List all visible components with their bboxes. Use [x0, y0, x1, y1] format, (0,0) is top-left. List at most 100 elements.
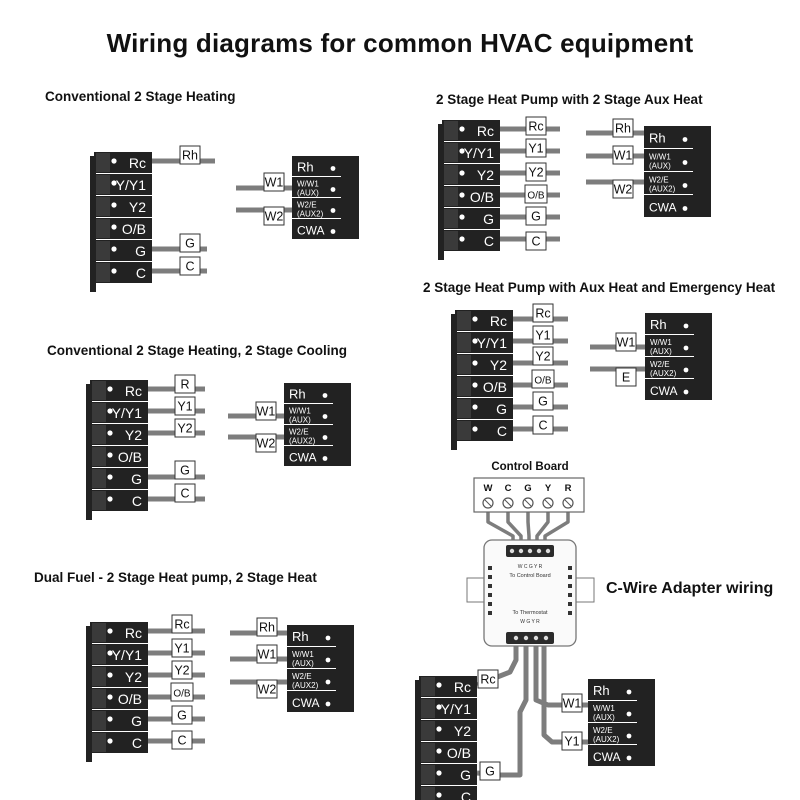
s3-tag-w2-text: W2 [258, 683, 277, 697]
s3-tag-w1-box [256, 644, 278, 664]
s5-left-terminal-tab [457, 333, 471, 352]
s1-left-terminal-tab [96, 263, 110, 282]
s3-tag-rc-text: Rc [174, 618, 189, 632]
s5-left-terminal-tab [457, 421, 471, 440]
s4-right-row-3 [644, 195, 694, 217]
s2-tag-c-box [174, 483, 196, 503]
control-board-screw-slot [564, 499, 572, 507]
s4-right-tabs [693, 126, 711, 217]
s3-left-rail [86, 626, 92, 762]
s4-tag-c-text: C [531, 235, 540, 249]
s5-tag-w1-box [615, 332, 637, 352]
s3-right-dot [325, 635, 331, 641]
s5-left-terminal-dot [472, 382, 478, 388]
s5-right-label-cwa: CWA [650, 384, 678, 398]
s4-left-terminal-tab [444, 231, 458, 250]
s5-left-terminal-label-y_y1: Y/Y1 [477, 335, 508, 351]
s4-right-label-aux: (AUX) [649, 162, 671, 171]
control-board-terminal-R: R [565, 483, 572, 494]
s3-right-dot [325, 679, 331, 685]
adapter-top-pin [545, 548, 551, 554]
s4-tag-w2-text: W2 [614, 183, 633, 197]
s4-tag-w2-box [612, 179, 634, 199]
adapter-top-label: To Control Board [509, 573, 550, 579]
section-title-dual-fuel: Dual Fuel - 2 Stage Heat pump, 2 Stage H… [34, 570, 317, 585]
s4-left-terminal-label-o_b: O/B [470, 189, 494, 205]
s1-left-terminal-dot [111, 224, 117, 230]
s2-tag-r-text: R [180, 378, 189, 392]
s1-right-dot [330, 187, 336, 192]
s5-left-terminal-dot [472, 316, 478, 322]
s6-wire-g [476, 644, 529, 778]
s2-left-terminal-dot [107, 386, 113, 392]
s5-tag-ob-text: O/B [534, 376, 552, 387]
s4-left-terminal-label-y2: Y2 [477, 167, 494, 183]
s2-left-terminal-label-o_b: O/B [118, 449, 142, 465]
s6-right-dot [626, 711, 632, 717]
s4-right-dot [682, 183, 688, 188]
s5-tag-y1-box [532, 325, 554, 345]
adapter-bottom-pin [533, 635, 539, 641]
s2-tag-g-text: G [180, 464, 190, 478]
s3-tag-rh-box [256, 617, 278, 637]
s4-right-label-rh: Rh [649, 131, 666, 146]
s2-left-terminal-label-g: G [131, 471, 142, 487]
s6-right-label-w-w1: W/W1 [593, 704, 615, 713]
s6-left-terminal-label-y_y1: Y/Y1 [441, 701, 472, 717]
s3-tag-y1-text: Y1 [174, 642, 189, 656]
s5-right-label-aux: (AUX) [650, 347, 672, 356]
s5-right-dot [683, 367, 689, 373]
s5-tag-c-box [532, 415, 554, 435]
s2-tag-w2-box [255, 433, 277, 453]
s2-right-label-cwa: CWA [289, 451, 317, 465]
control-board-terminal-W: W [484, 483, 493, 494]
s3-right-row-1 [287, 647, 337, 668]
s6-right-dot [626, 689, 632, 695]
s2-right-dot [322, 393, 328, 398]
s6-wire-y1 [541, 644, 590, 745]
s3-right-dot [325, 657, 331, 663]
s4-left-terminal-tab [444, 187, 458, 206]
s6-tag-w1-text: W1 [563, 697, 582, 711]
s5-left-terminal-label-c: C [497, 423, 507, 439]
s3-left-terminal-label-y2: Y2 [125, 669, 142, 685]
s1-tag-rh-box [179, 145, 201, 165]
s6-left-terminal-tab [421, 765, 435, 784]
section-title-heat-pump-emergency: 2 Stage Heat Pump with Aux Heat and Emer… [423, 280, 776, 295]
s3-tag-rh-text: Rh [259, 621, 275, 635]
s1-left-terminal-label-c: C [136, 265, 146, 281]
adapter-top-pin [518, 548, 524, 554]
s1-left-terminal-tab [96, 153, 110, 172]
s1-right-row-3 [292, 219, 342, 239]
s4-tag-rc-box [525, 116, 547, 136]
s5-left-terminal-dot [472, 338, 478, 344]
s5-tag-e-text: E [622, 371, 630, 385]
s3-left-terminal-tab [92, 733, 106, 752]
s5-right-tabs [694, 313, 712, 400]
s2-left-terminal-dot [107, 474, 113, 480]
s5-left-terminal-tab [457, 311, 471, 330]
s3-left-terminal-label-g: G [131, 713, 142, 729]
s5-tag-w1-text: W1 [617, 336, 636, 350]
s2-tag-c-text: C [180, 487, 189, 501]
s3-right-label-cwa: CWA [292, 696, 320, 710]
s3-right-row-3 [287, 691, 337, 712]
adapter-right-tab [573, 577, 595, 603]
s1-left-terminal-label-y_y1: Y/Y1 [116, 177, 147, 193]
section-title-conventional-2-stage-heating: Conventional 2 Stage Heating [45, 89, 236, 104]
s4-tag-g-box [525, 206, 547, 226]
adapter-led [568, 575, 572, 579]
page-title: Wiring diagrams for common HVAC equipmen… [106, 28, 694, 58]
s2-tag-y1-text: Y1 [177, 400, 192, 414]
s2-left-terminal-dot [107, 408, 113, 414]
s2-left-terminal-dot [107, 452, 113, 458]
s6-left-terminal-label-g: G [460, 767, 471, 783]
s3-left-terminal-dot [107, 738, 113, 744]
s4-tag-rc-text: Rc [528, 120, 543, 134]
s4-left-terminal-dot [459, 192, 465, 198]
s2-left-terminal-tab [92, 447, 106, 466]
s4-right-label-cwa: CWA [649, 201, 677, 215]
